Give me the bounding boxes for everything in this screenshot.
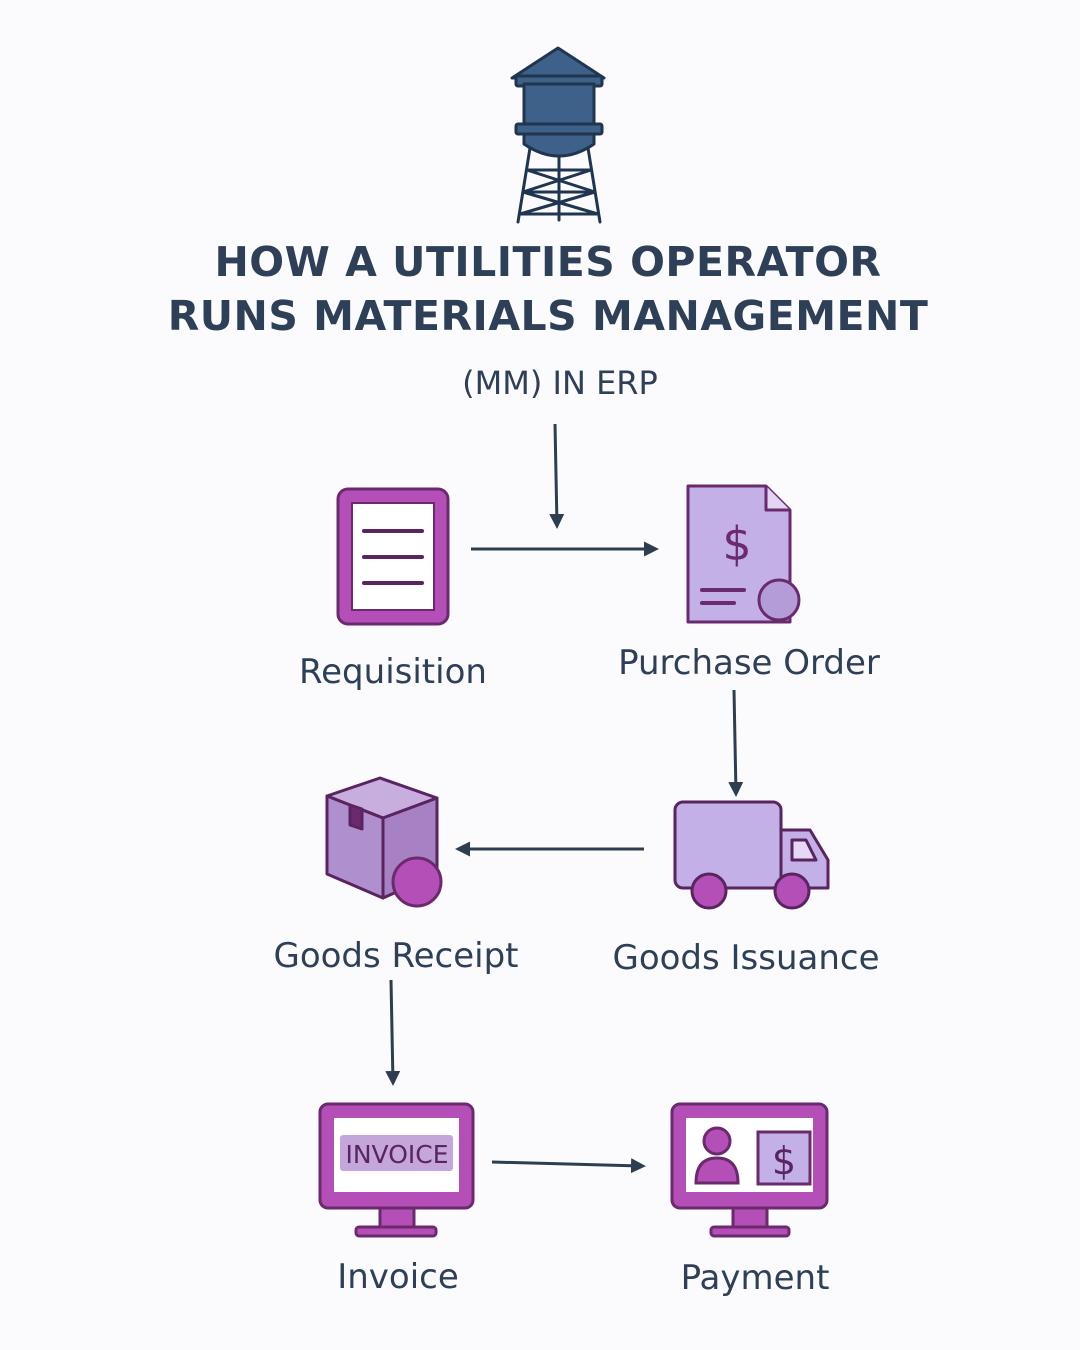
arrow-invoice-to-payment bbox=[491, 1158, 646, 1174]
step-label-purchase-order: Purchase Order bbox=[618, 643, 880, 683]
dollar-sign: $ bbox=[722, 517, 751, 571]
step-label-invoice: Invoice bbox=[337, 1257, 459, 1297]
step-label-goods-receipt: Goods Receipt bbox=[273, 936, 519, 976]
step-label-requisition: Requisition bbox=[299, 652, 487, 692]
invoice-document-icon: $ bbox=[686, 484, 801, 624]
page-subtitle: (MM) IN ERP bbox=[462, 364, 658, 402]
arrow-receipt-to-invoice bbox=[385, 979, 401, 1086]
water-tower-icon bbox=[510, 46, 606, 224]
page-title-line-2: RUNS MATERIALS MANAGEMENT bbox=[167, 292, 929, 340]
payment-dollar-sign: $ bbox=[772, 1139, 796, 1183]
flow-arrows bbox=[385, 423, 744, 1174]
document-icon bbox=[336, 487, 450, 626]
step-label-payment: Payment bbox=[680, 1258, 830, 1298]
package-box-icon bbox=[325, 776, 443, 908]
arrow-title-to-flow bbox=[549, 423, 565, 529]
payment-monitor-icon: $ bbox=[670, 1102, 829, 1238]
page-title-line-1: HOW A UTILITIES OPERATOR bbox=[214, 238, 882, 286]
arrow-po-to-issuance bbox=[728, 689, 744, 797]
step-label-goods-issuance: Goods Issuance bbox=[612, 938, 880, 978]
delivery-truck-icon bbox=[673, 800, 830, 910]
invoice-screen-text: INVOICE bbox=[345, 1140, 448, 1169]
invoice-monitor-icon: INVOICE bbox=[318, 1102, 475, 1238]
